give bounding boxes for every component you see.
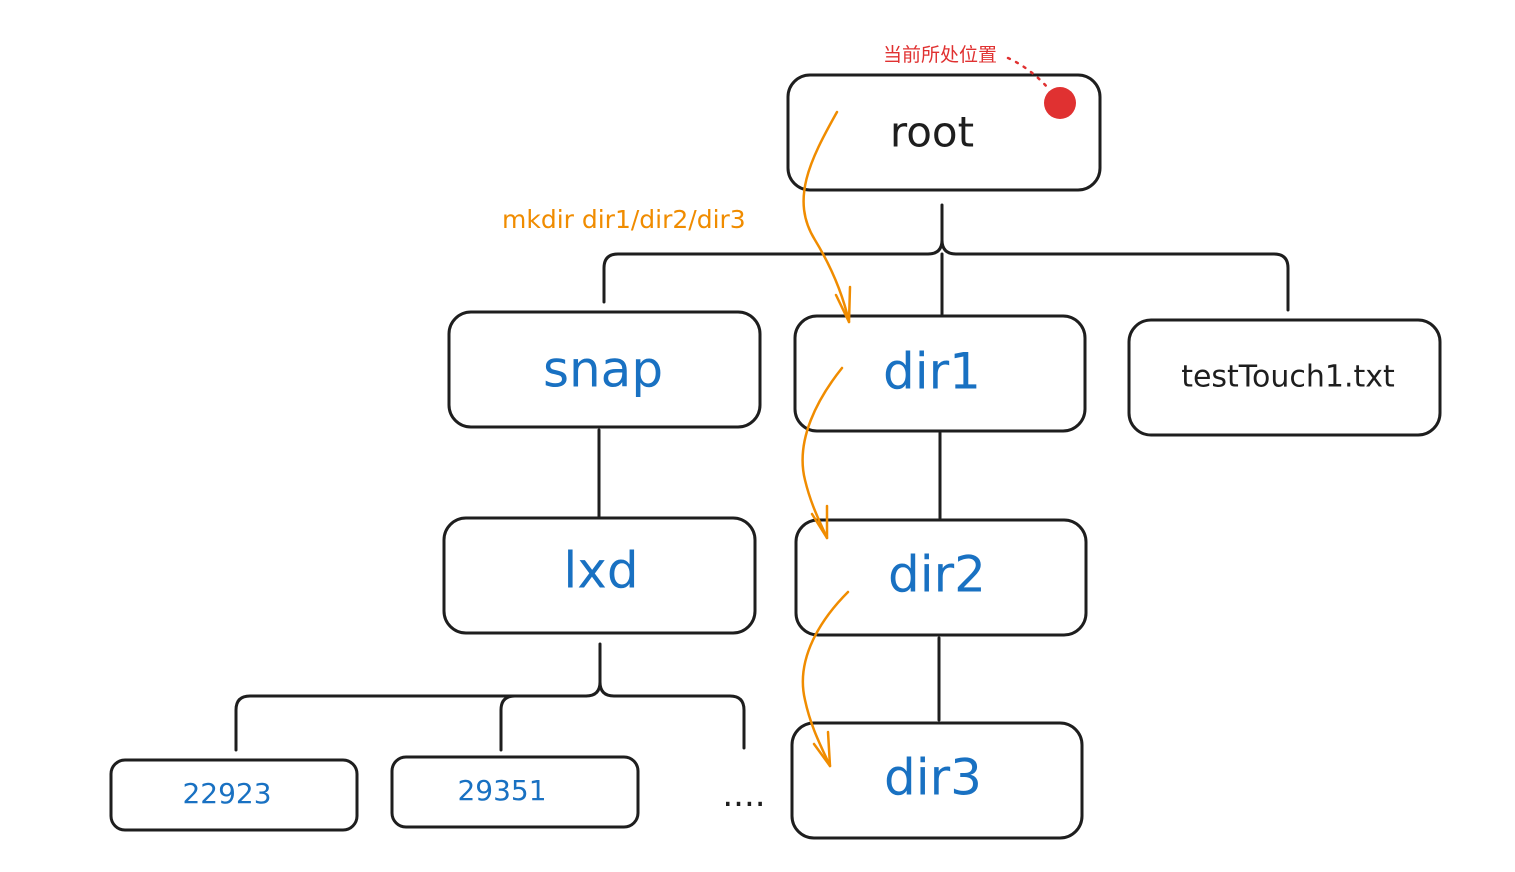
node-dir2[interactable]: dir2 [794, 518, 1088, 637]
node-dir1[interactable]: dir1 [793, 314, 1087, 433]
node-snap-label: snap [543, 341, 663, 399]
flow-root-to-dir1 [802, 110, 851, 324]
current-position-dot [1044, 87, 1076, 119]
node-dir2-label: dir2 [888, 546, 986, 604]
current-position-marker [1006, 56, 1076, 119]
node-29351[interactable]: 29351 [390, 755, 640, 829]
connector-lxd-children [234, 642, 746, 752]
mkdir-flow-arrows [801, 110, 852, 768]
node-22923-label: 22923 [182, 777, 271, 810]
flow-dir2-to-dir3 [801, 590, 850, 768]
node-dir3[interactable]: dir3 [790, 721, 1084, 840]
node-root[interactable]: root [786, 73, 1102, 192]
ellipsis-more-nodes: .... [722, 775, 765, 815]
node-dir3-label: dir3 [884, 749, 982, 807]
node-29351-label: 29351 [457, 774, 546, 807]
current-position-label: 当前所处位置 [883, 44, 997, 66]
flow-dir1-to-dir2 [801, 366, 844, 540]
mkdir-command-label: mkdir dir1/dir2/dir3 [502, 205, 746, 234]
node-test-touch-file[interactable]: testTouch1.txt [1127, 318, 1442, 437]
node-lxd[interactable]: lxd [442, 516, 757, 635]
node-22923[interactable]: 22923 [109, 758, 359, 832]
node-lxd-label: lxd [563, 542, 638, 600]
node-snap[interactable]: snap [447, 310, 762, 429]
node-dir1-label: dir1 [883, 343, 981, 401]
node-root-label: root [890, 108, 974, 157]
connector-root-children [602, 203, 1290, 316]
node-test-touch-label: testTouch1.txt [1181, 360, 1395, 395]
